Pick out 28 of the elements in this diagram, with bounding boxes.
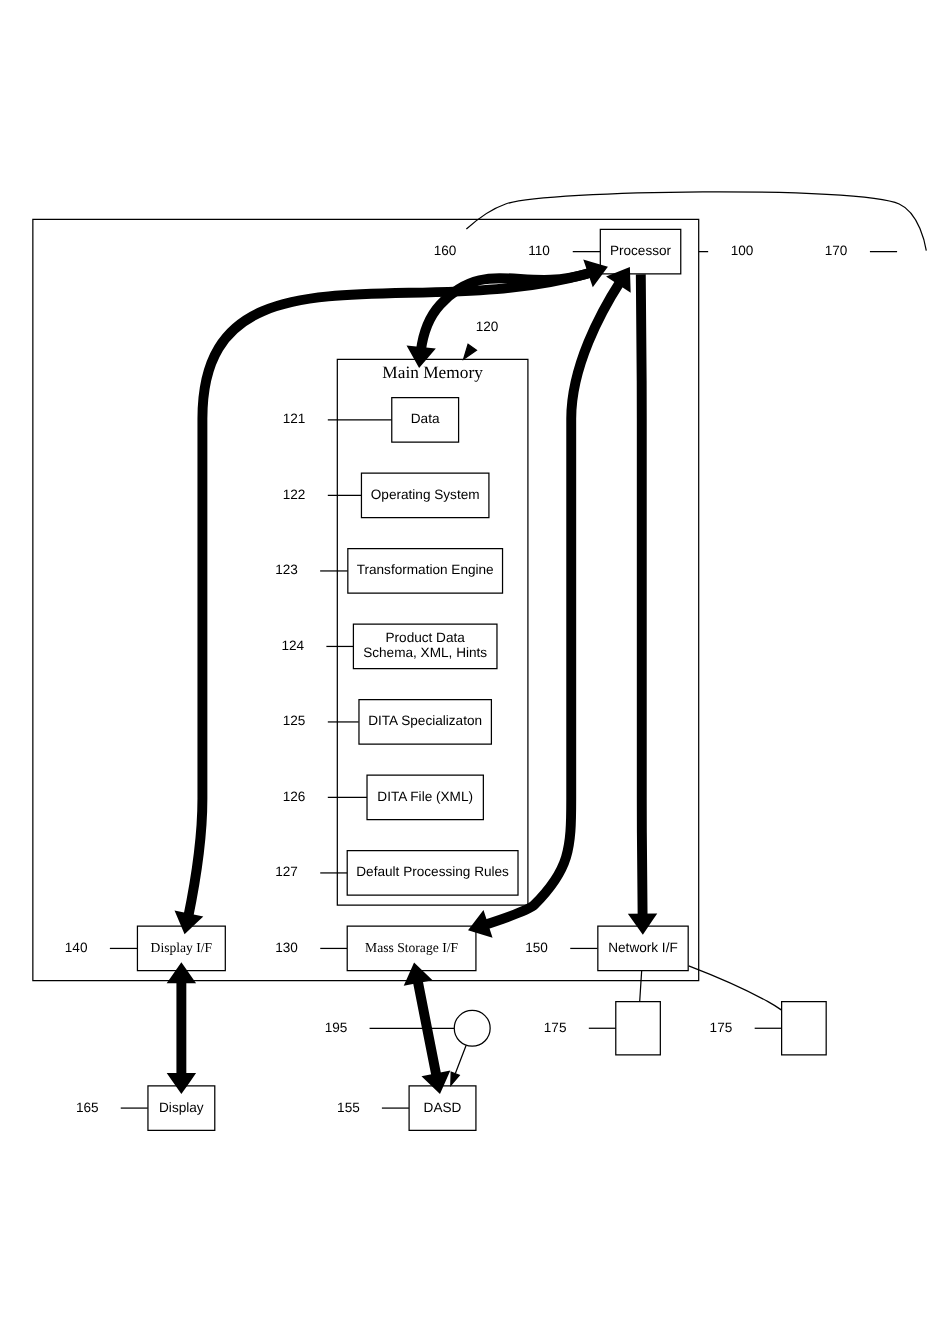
- connector: [571, 251, 600, 253]
- arrow: [626, 274, 657, 935]
- connector: [326, 796, 367, 799]
- connector: [367, 1027, 454, 1029]
- node-circle: [452, 1009, 490, 1047]
- connector: [326, 721, 359, 723]
- node-box: [614, 1001, 660, 1056]
- arrow: [402, 962, 450, 1094]
- arrow: [165, 962, 196, 1095]
- connector: [326, 419, 392, 421]
- connector: [753, 1027, 782, 1029]
- connector: [587, 1027, 616, 1029]
- connector: [638, 970, 642, 1003]
- node-box: [780, 1001, 826, 1056]
- connector: [108, 947, 137, 950]
- connector: [687, 965, 782, 1011]
- connector: [318, 872, 347, 874]
- connector: [568, 947, 598, 950]
- arrow: [405, 259, 607, 368]
- connector: [326, 494, 361, 497]
- arrow: [449, 1044, 466, 1087]
- connector: [318, 947, 347, 950]
- arrow: [461, 343, 477, 361]
- connector: [868, 251, 897, 253]
- connector: [324, 645, 353, 648]
- connector: [119, 1107, 148, 1109]
- connector: [318, 570, 348, 572]
- connector: [380, 1107, 409, 1109]
